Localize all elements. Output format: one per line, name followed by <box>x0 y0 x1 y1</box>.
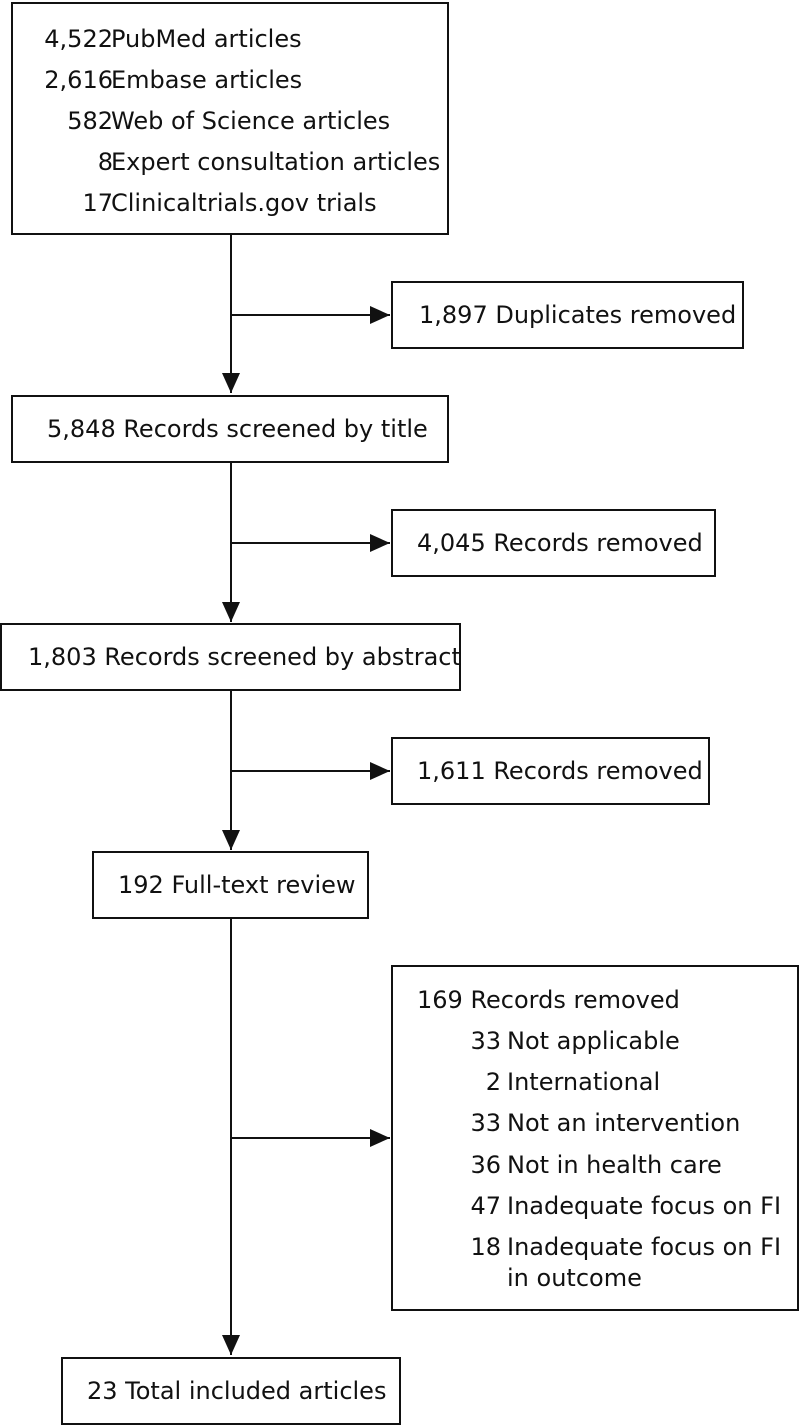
reason-label: Not in health care <box>507 1151 722 1179</box>
reason-label: Not applicable <box>507 1027 680 1055</box>
source-label: PubMed articles <box>111 25 302 53</box>
total-included-box: 23 Total included articles <box>61 1357 401 1425</box>
reason-count: 18 <box>470 1233 501 1261</box>
reason-label: Inadequate focus on FI <box>507 1192 782 1220</box>
source-count: 582 <box>67 107 113 135</box>
source-label: Embase articles <box>111 66 303 94</box>
screened-title-text: 5,848 Records screened by title <box>47 415 428 443</box>
source-count: 2,616 <box>44 66 113 94</box>
fulltext-review-box: 192 Full-text review <box>92 851 369 919</box>
removed-abstract-box: 1,611 Records removed <box>391 737 710 805</box>
source-count: 17 <box>82 189 113 217</box>
source-label: Expert consultation articles <box>111 148 441 176</box>
reason-label: Inadequate focus on FI <box>507 1233 782 1261</box>
reason-count: 2 <box>485 1068 501 1096</box>
screened-abstract-text: 1,803 Records screened by abstract <box>28 643 461 671</box>
reason-label-continued: in outcome <box>507 1264 642 1292</box>
reason-count: 33 <box>470 1109 501 1137</box>
removed-abstract-text: 1,611 Records removed <box>417 757 703 785</box>
removed-title-text: 4,045 Records removed <box>417 529 703 557</box>
reason-count: 47 <box>470 1192 501 1220</box>
duplicates-removed-box: 1,897 Duplicates removed <box>391 281 744 349</box>
removed-fulltext-header: 169 Records removed <box>417 986 680 1014</box>
source-label: Web of Science articles <box>111 107 391 135</box>
reason-count: 33 <box>470 1027 501 1055</box>
source-count: 4,522 <box>44 25 113 53</box>
removed-fulltext-box: 169 Records removed 33 Not applicable 2 … <box>391 965 799 1311</box>
source-count: 8 <box>97 148 113 176</box>
removed-title-box: 4,045 Records removed <box>391 509 716 577</box>
sources-box: 4,522 PubMed articles 2,616 Embase artic… <box>11 2 449 235</box>
screened-title-box: 5,848 Records screened by title <box>11 395 449 463</box>
duplicates-removed-text: 1,897 Duplicates removed <box>419 301 737 329</box>
total-included-text: 23 Total included articles <box>87 1377 387 1405</box>
reason-count: 36 <box>470 1151 501 1179</box>
reason-label: Not an intervention <box>507 1109 741 1137</box>
reason-label: International <box>507 1068 661 1096</box>
screened-abstract-box: 1,803 Records screened by abstract <box>0 623 461 691</box>
source-label: Clinicaltrials.gov trials <box>111 189 377 217</box>
fulltext-review-text: 192 Full-text review <box>118 871 356 899</box>
